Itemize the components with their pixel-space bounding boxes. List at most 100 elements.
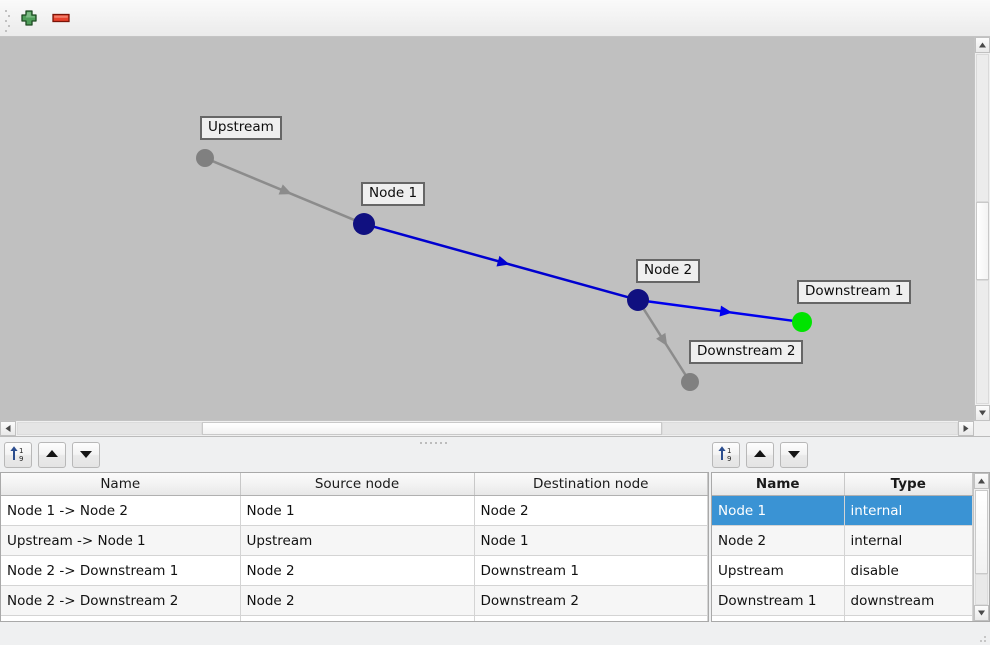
node-table-scroll-trough[interactable] [975, 574, 988, 605]
sort-ascending-icon: 1 9 [10, 446, 23, 463]
table-cell[interactable]: Downstream 1 [474, 555, 708, 586]
table-cell[interactable]: Node 2 [712, 525, 845, 556]
edge-sort-button[interactable]: 1 9 [4, 442, 32, 468]
node-table-scroll-up-button[interactable] [974, 473, 989, 489]
edge-move-down-button[interactable] [72, 442, 100, 468]
column-header[interactable]: Type [844, 473, 973, 496]
graph-vertical-scrollbar[interactable] [974, 37, 990, 421]
table-cell[interactable]: Downstream 2 [474, 585, 708, 616]
edge-arrow-icon [719, 305, 733, 317]
triangle-down-icon [788, 451, 800, 458]
svg-text:9: 9 [727, 455, 731, 463]
graph-node[interactable] [353, 213, 375, 235]
status-area [0, 624, 990, 645]
table-empty-row [712, 615, 973, 621]
table-cell[interactable]: Node 2 [240, 585, 475, 616]
node-sort-button[interactable]: 1 9 [712, 442, 740, 468]
table-cell[interactable]: disable [844, 555, 973, 586]
graph-node-label[interactable]: Node 1 [361, 182, 426, 206]
table-cell[interactable]: downstream [844, 585, 973, 616]
graph-node-label[interactable]: Upstream [200, 116, 282, 140]
triangle-up-icon [754, 450, 766, 457]
column-header[interactable]: Name [1, 473, 241, 496]
table-cell[interactable]: Upstream [240, 525, 475, 556]
graph-hscroll-trough-left[interactable] [17, 422, 202, 435]
graph-node[interactable] [627, 289, 649, 311]
graph-scroll-down-button[interactable] [975, 405, 990, 421]
table-cell[interactable]: Node 1 [712, 495, 845, 526]
sort-ascending-icon: 1 9 [718, 446, 731, 463]
main-toolbar [0, 0, 990, 37]
node-move-down-button[interactable] [780, 442, 808, 468]
graph-horizontal-scroll-thumb[interactable] [202, 422, 662, 435]
triangle-up-icon [979, 42, 986, 48]
graph-node[interactable] [196, 149, 214, 167]
graph-scroll-trough-top[interactable] [976, 54, 989, 202]
table-cell[interactable]: Node 2 [474, 495, 708, 526]
panel-splitter-handle[interactable] [420, 440, 460, 445]
table-cell [474, 615, 708, 621]
graph-scroll-left-button[interactable] [0, 421, 16, 436]
node-table-scroll-thumb[interactable] [975, 490, 988, 574]
node-move-up-button[interactable] [746, 442, 774, 468]
table-cell[interactable]: Upstream [712, 555, 845, 586]
table-cell [844, 615, 973, 621]
delete-node-button[interactable] [48, 6, 74, 32]
table-cell [712, 615, 845, 621]
graph-vertical-scroll-thumb[interactable] [976, 202, 989, 280]
graph-scroll-up-button[interactable] [975, 37, 990, 53]
table-cell[interactable]: internal [844, 495, 973, 526]
table-cell[interactable]: Node 2 [240, 555, 475, 586]
node-table-scroll-down-button[interactable] [974, 605, 989, 621]
graph-hscroll-trough-right[interactable] [662, 422, 958, 435]
triangle-down-icon [979, 410, 986, 416]
triangle-left-icon [5, 425, 11, 432]
resize-grip[interactable] [976, 632, 986, 642]
table-cell[interactable]: Node 1 -> Node 2 [1, 495, 241, 526]
toolbar-drag-handle[interactable] [5, 10, 10, 32]
graph-horizontal-scrollbar[interactable] [0, 420, 990, 436]
graph-scroll-trough-bottom[interactable] [976, 280, 989, 404]
column-header[interactable]: Source node [240, 473, 475, 496]
column-header[interactable]: Name [712, 473, 845, 496]
edge-arrow-icon [278, 184, 292, 195]
table-cell[interactable]: Node 2 -> Downstream 1 [1, 555, 241, 586]
graph-scroll-right-button[interactable] [958, 421, 974, 436]
table-cell[interactable]: internal [844, 525, 973, 556]
column-header[interactable]: Destination node [474, 473, 708, 496]
edge-arrow-icon [656, 332, 668, 347]
add-node-button[interactable] [16, 6, 42, 32]
graph-node[interactable] [681, 373, 699, 391]
table-cell [240, 615, 475, 621]
table-cell[interactable]: Node 1 [474, 525, 708, 556]
graph-node-label[interactable]: Downstream 1 [797, 280, 912, 304]
graph-node-label[interactable]: Node 2 [636, 259, 701, 283]
table-cell[interactable]: Downstream 1 [712, 585, 845, 616]
table-cell[interactable]: Upstream -> Node 1 [1, 525, 241, 556]
triangle-down-icon [978, 610, 985, 616]
graph-node-label[interactable]: Downstream 2 [689, 340, 804, 364]
node-table-vertical-scrollbar[interactable] [973, 473, 989, 621]
table-cell[interactable]: Node 1 [240, 495, 475, 526]
graph-node[interactable] [792, 312, 812, 332]
table-cell[interactable]: Node 2 -> Downstream 2 [1, 585, 241, 616]
edge-move-up-button[interactable] [38, 442, 66, 468]
